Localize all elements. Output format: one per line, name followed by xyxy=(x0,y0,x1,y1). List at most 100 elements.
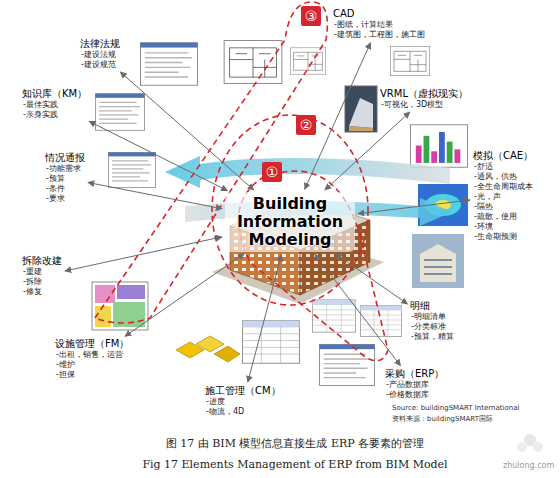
double-arrow-connector xyxy=(120,72,253,190)
construction-group: 施工管理（CM）-进度-物流，4D xyxy=(205,385,281,417)
node-heading: 知识库（KM） xyxy=(22,88,87,100)
node-item: -可视化，3D模型 xyxy=(380,100,468,110)
double-arrow-connector xyxy=(325,112,410,190)
node-item: -预算，精算 xyxy=(410,332,454,342)
render-building xyxy=(420,244,456,282)
cad-screenshot xyxy=(390,46,429,75)
node-item: -功能需求 xyxy=(45,164,85,174)
node-heading: 模拟（CAE） xyxy=(473,150,533,162)
node-heading: CAD xyxy=(333,8,425,20)
node-item: -明细清单 xyxy=(410,312,454,322)
list-screenshot xyxy=(312,300,356,333)
node-item: -担保 xyxy=(55,370,129,380)
node-item: -修复 xyxy=(22,287,62,297)
node-heading: 情况通报 xyxy=(45,152,85,164)
caption: 图 17 由 BIM 模型信息直接生成 ERP 各要素的管理 xyxy=(100,437,490,451)
node-heading: 施工管理（CM） xyxy=(205,385,281,397)
node-item: -生命期预测 xyxy=(473,232,533,242)
node-item: -出租，销售，运营 xyxy=(55,350,129,360)
callout-number: ② xyxy=(296,115,316,135)
render-windows xyxy=(424,260,452,274)
chart-screenshot xyxy=(410,125,467,168)
node-heading: VRML（虚拟现实） xyxy=(380,88,468,100)
block xyxy=(196,336,224,352)
node-item: -建筑图，工程图，施工图 xyxy=(333,30,425,40)
node-heading: Building Information Modeling xyxy=(227,195,353,249)
screenshot xyxy=(95,94,144,131)
vrml-room xyxy=(349,98,373,128)
watermark: zhulong.com xyxy=(503,461,554,471)
procurement-group: 采购（ERP）-产品数据库-价格数据库 xyxy=(385,368,444,400)
cad-group: CAD-图纸，计算结果-建筑图，工程图，施工图 xyxy=(333,8,425,40)
vrml-image xyxy=(345,86,377,132)
double-arrow-connector xyxy=(89,121,227,190)
demolition-group: 拆除改建-重建-拆除-修复 xyxy=(22,255,62,297)
node-item: -重建 xyxy=(22,267,62,277)
vrml-frame xyxy=(345,86,377,132)
caption-english: Fig 17 Elements Management of ERP from B… xyxy=(100,458,490,472)
node-item: -价格数据库 xyxy=(385,390,444,400)
node-item: -条件 xyxy=(45,184,85,194)
node-heading: 明细 xyxy=(410,300,454,312)
node-item: -最佳实践 xyxy=(22,100,87,110)
callout-number: ③ xyxy=(301,6,321,26)
logo-petal xyxy=(533,442,543,452)
erp-screenshot xyxy=(319,344,374,385)
knowledge-group: 知识库（KM）-最佳实践-亲身实践 xyxy=(22,88,87,120)
source-note: 资料来源：buildingSMART国际 xyxy=(392,415,493,424)
regulation-group: 法律法规-建设法规-建设规范 xyxy=(80,38,120,70)
screenshot xyxy=(108,152,155,187)
facility-group: 设施管理（FM）-出租，销售，运营-维护-担保 xyxy=(55,338,129,380)
briefing-group: 情况通报-功能需求-预算-条件-要求 xyxy=(45,152,85,204)
bim-core: Building Information Modeling xyxy=(225,192,355,252)
node-heading: 法律法规 xyxy=(80,38,120,50)
node-item: -环境 xyxy=(473,222,533,232)
schedule-screenshot xyxy=(242,321,300,364)
cad-screenshot xyxy=(224,40,282,83)
node-heading: 拆除改建 xyxy=(22,255,62,267)
callout-number: ① xyxy=(262,162,282,182)
double-arrow-connector xyxy=(125,254,244,337)
node-item: -产品数据库 xyxy=(385,380,444,390)
node-item: -隔热 xyxy=(473,202,533,212)
node-item: -物流，4D xyxy=(205,407,281,417)
node-item: -建设规范 xyxy=(80,60,120,70)
node-item: -图纸，计算结果 xyxy=(333,20,425,30)
node-item: -要求 xyxy=(45,194,85,204)
node-item: -疏散，使用 xyxy=(473,212,533,222)
render-frame xyxy=(412,234,464,288)
node-item: -亲身实践 xyxy=(22,110,87,120)
logo-petal xyxy=(517,442,527,452)
double-arrow-connector xyxy=(335,254,407,304)
vrml-floor xyxy=(349,126,373,131)
screenshot xyxy=(140,43,197,86)
cad-screenshot xyxy=(290,48,325,74)
node-item: -舒适 xyxy=(473,162,533,172)
node-item: -通风，供热 xyxy=(473,172,533,182)
node-heading: 设施管理（FM） xyxy=(55,338,129,350)
node-item: -进度 xyxy=(205,397,281,407)
room xyxy=(95,285,115,303)
simulation-group: 模拟（CAE）-舒适-通风，供热-全生命周期成本-光，声-隔热-疏散，使用-环境… xyxy=(473,150,533,242)
watermark-logo xyxy=(517,434,543,452)
process-loop xyxy=(212,115,368,305)
double-arrow-connector xyxy=(358,200,470,214)
node-item: -建设法规 xyxy=(80,50,120,60)
vrml-group: VRML（虚拟现实）-可视化，3D模型 xyxy=(380,88,468,110)
node-item: -全生命周期成本 xyxy=(473,182,533,192)
room xyxy=(95,306,111,327)
double-arrow-connector xyxy=(65,237,222,271)
node-item: -光，声 xyxy=(473,192,533,202)
render-image xyxy=(412,234,464,288)
node-item: -拆除 xyxy=(22,277,62,287)
room xyxy=(117,285,145,299)
node-item: -预算 xyxy=(45,174,85,184)
double-arrow-connector xyxy=(315,254,401,365)
cm-blocks xyxy=(176,336,240,362)
node-item: -维护 xyxy=(55,360,129,370)
node-heading: 采购（ERP） xyxy=(385,368,444,380)
double-arrow-connector xyxy=(248,255,282,382)
block xyxy=(214,346,240,362)
node-item: -分类标准 xyxy=(410,322,454,332)
schedule-group: 明细-明细清单-分类标准-预算，精算 xyxy=(410,300,454,342)
